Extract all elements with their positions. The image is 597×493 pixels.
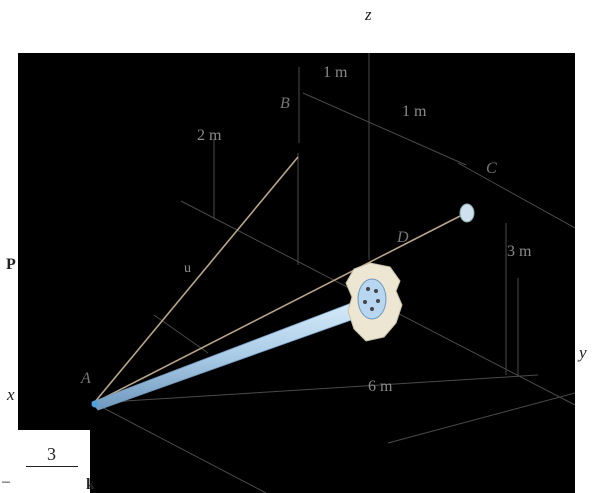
- x-axis-label: x: [7, 385, 15, 404]
- margin-bold-char: P: [6, 256, 16, 273]
- dim-1m-first: 1 m: [323, 64, 348, 81]
- margin-bold-k: k: [86, 476, 95, 493]
- point-a-marker: [91, 400, 99, 408]
- diagram-canvas: B C D A 1 m 1 m 2 m 3 m 6 m u 3 k: [18, 53, 575, 493]
- dimension-line-top: [302, 92, 467, 166]
- point-d-label: D: [397, 229, 409, 246]
- diagram-svg: [91, 53, 575, 493]
- bracket-c: [459, 203, 475, 223]
- projection-line: [153, 314, 209, 354]
- ground-line-front: [387, 392, 575, 444]
- fraction-numerator: 3: [47, 444, 56, 464]
- plate-hub: [357, 278, 387, 320]
- y-axis-label: y: [579, 343, 587, 362]
- dim-3m: 3 m: [507, 243, 532, 260]
- dim-6m: 6 m: [368, 378, 393, 395]
- fraction-box: 3: [18, 430, 90, 493]
- c-depth-line: [457, 162, 575, 229]
- cable-ab: [93, 156, 299, 404]
- point-a-label: A: [81, 370, 91, 387]
- vector-u-label: u: [184, 261, 191, 276]
- fraction-bar: [26, 466, 78, 467]
- hub-bolts: [363, 287, 380, 311]
- margin-minus: –: [2, 473, 10, 490]
- dim-1m-second: 1 m: [402, 103, 427, 120]
- point-c-label: C: [486, 160, 497, 177]
- dim-2m: 2 m: [197, 127, 222, 144]
- ground-line-x-dir: [93, 402, 267, 493]
- cable-ac: [93, 212, 467, 404]
- z-axis-label: z: [365, 5, 372, 24]
- point-b-label: B: [280, 95, 290, 112]
- ground-line-a-corner: [93, 374, 539, 404]
